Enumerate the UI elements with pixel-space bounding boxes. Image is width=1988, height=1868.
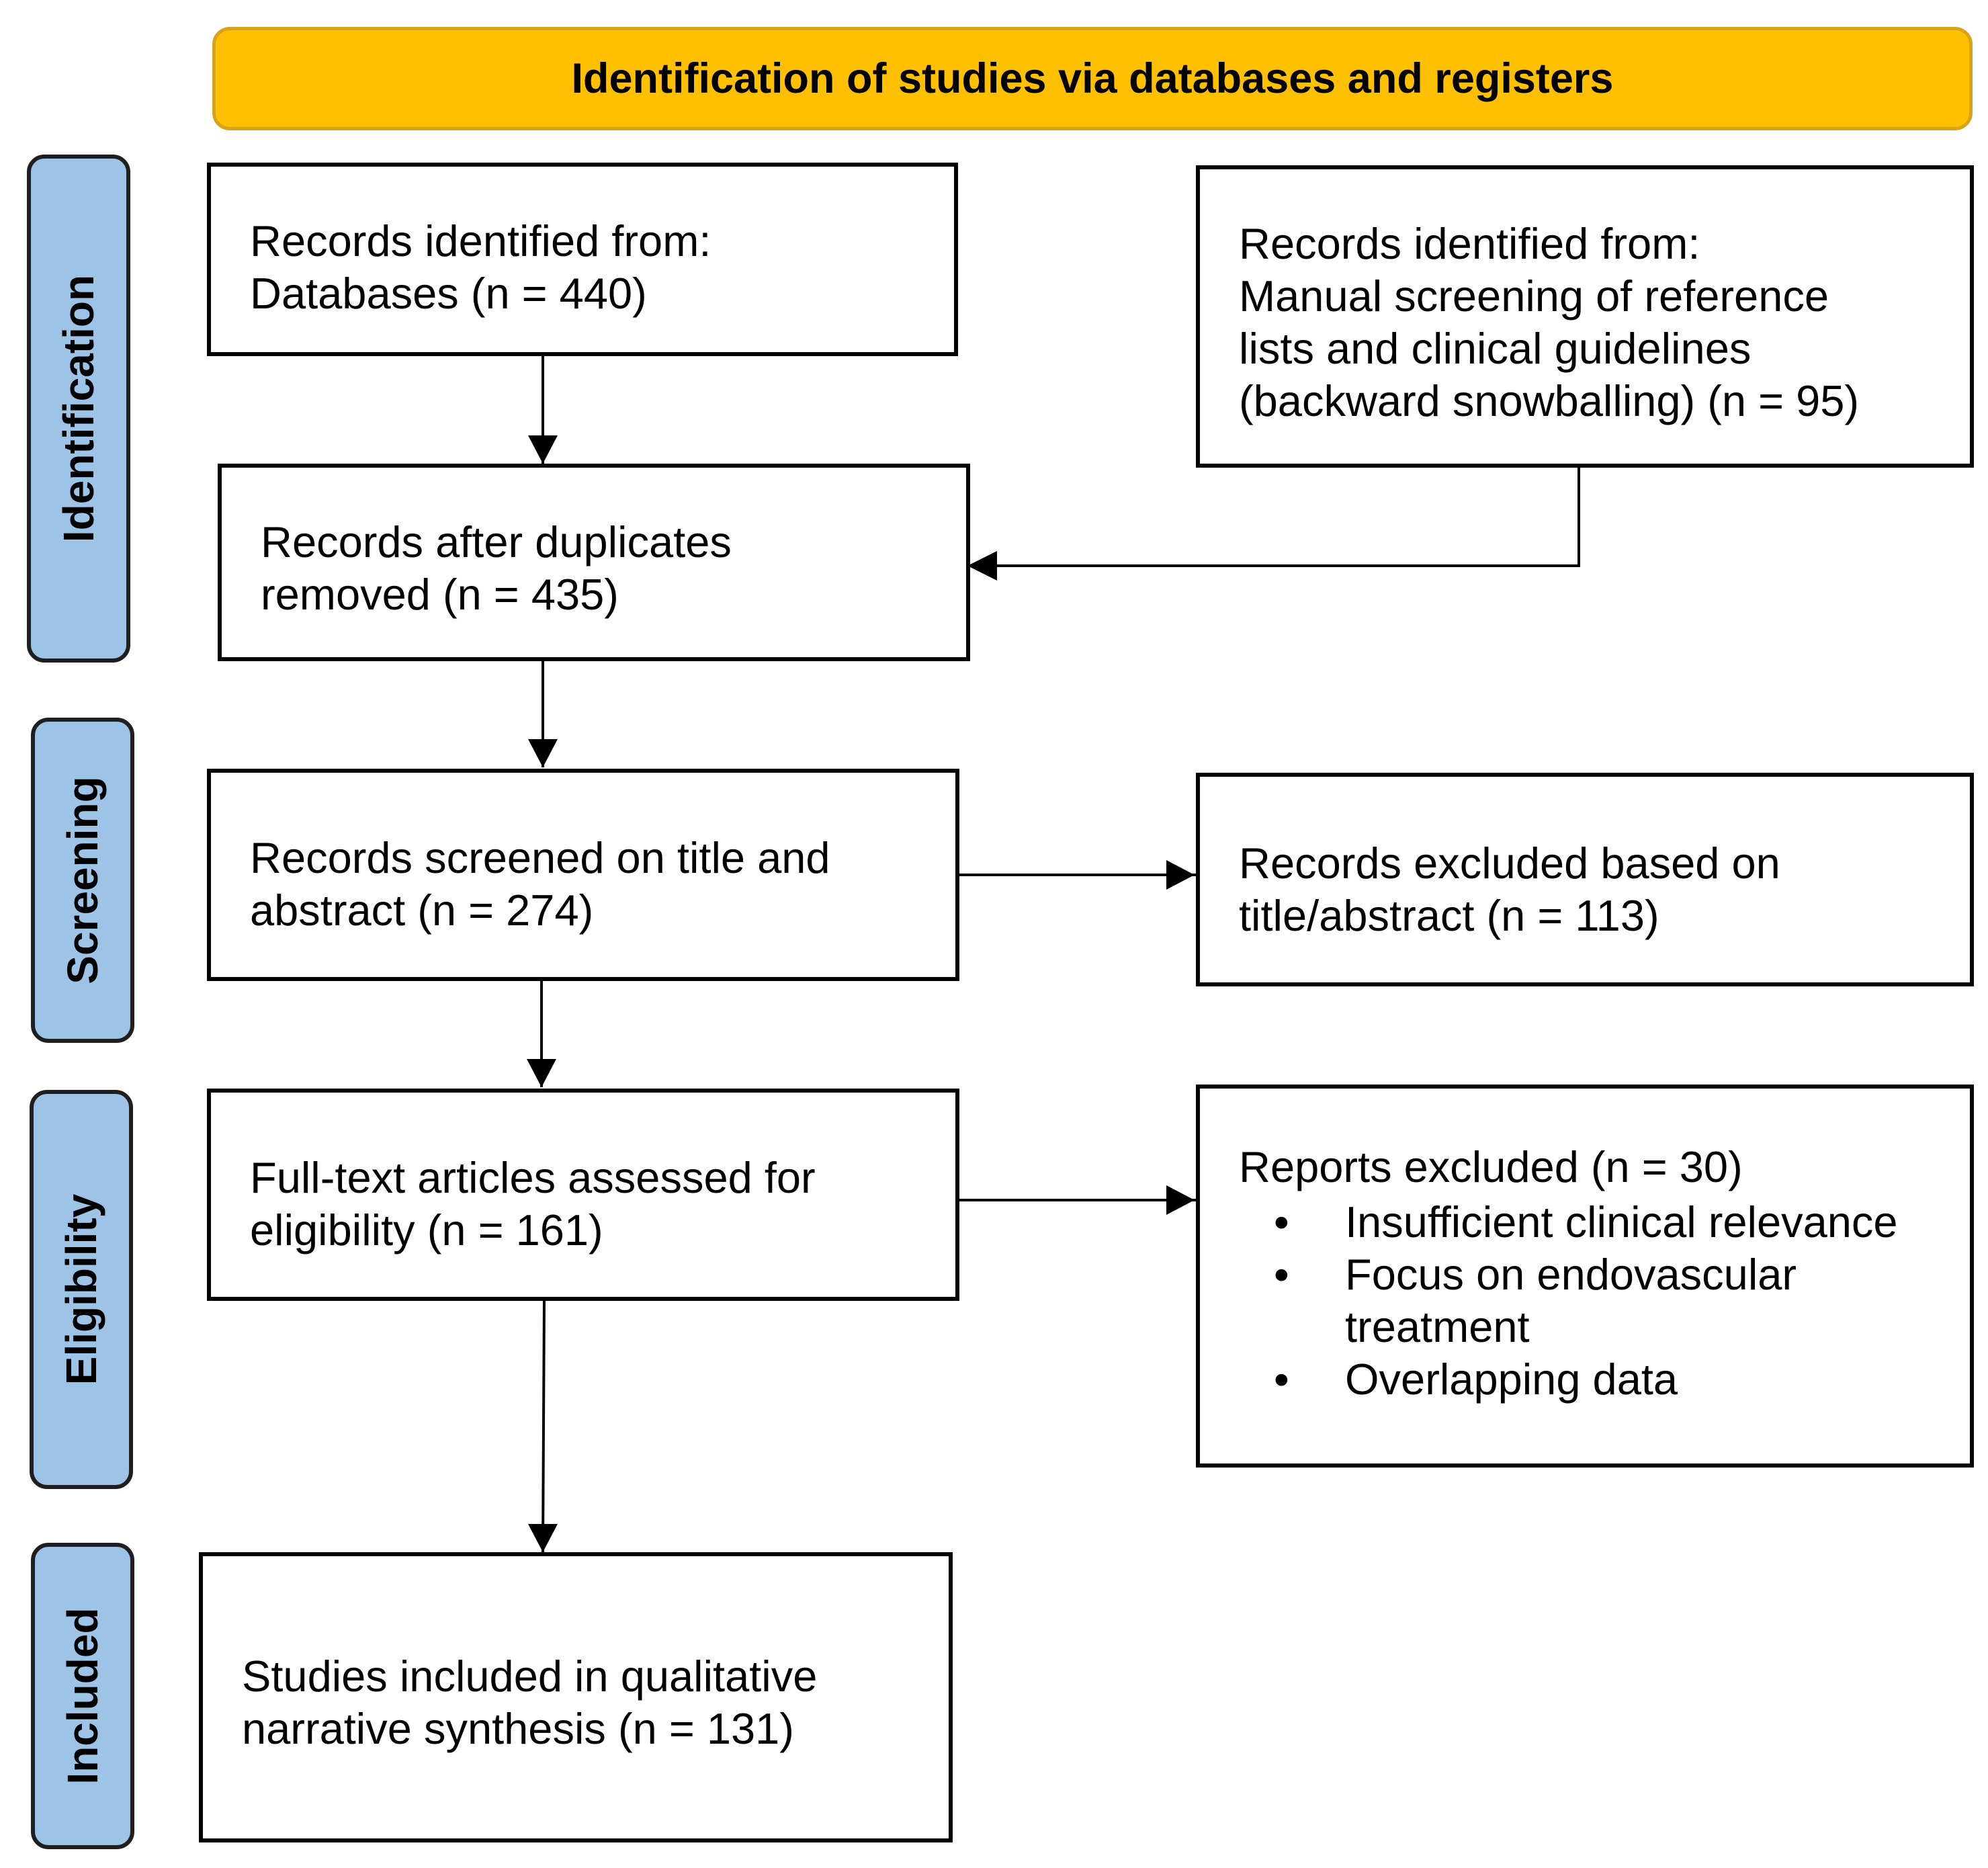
arrowhead-reports-excluded [1166, 1185, 1195, 1215]
box-records-manual-screening: Records identified from: Manual screenin… [1196, 165, 1974, 468]
identification-header-banner: Identification of studies via databases … [212, 27, 1973, 130]
exclusion-reasons-list: Insufficient clinical relevance Focus on… [1239, 1196, 1932, 1406]
box-line: lists and clinical guidelines [1239, 324, 1752, 373]
arrow-fulltext-to-included [542, 1299, 546, 1553]
box-records-excluded-title-abstract: Records excluded based on title/abstract… [1196, 773, 1974, 986]
box-studies-included: Studies included in qualitative narrativ… [199, 1552, 953, 1842]
arrowhead-screened [528, 739, 558, 767]
box-line: removed (n = 435) [261, 570, 619, 619]
arrowhead-deduplicated [528, 435, 558, 464]
reports-excluded-heading: Reports excluded (n = 30) [1239, 1142, 1743, 1191]
box-line: Records screened on title and [250, 833, 830, 882]
box-records-after-duplicates: Records after duplicates removed (n = 43… [218, 464, 970, 661]
box-full-text-assessed: Full-text articles assessed for eligibil… [207, 1089, 959, 1301]
phase-identification-label: Identification [54, 274, 103, 543]
phase-eligibility: Eligibility [30, 1090, 133, 1489]
phase-screening-label: Screening [58, 776, 107, 984]
banner-title: Identification of studies via databases … [571, 55, 1614, 102]
box-line: Records excluded based on [1239, 839, 1780, 888]
phase-included-label: Included [58, 1607, 107, 1785]
exclusion-reason: Insufficient clinical relevance [1239, 1196, 1932, 1248]
box-line: Records after duplicates [261, 517, 732, 566]
phase-identification: Identification [27, 155, 130, 663]
box-line: narrative synthesis (n = 131) [242, 1704, 794, 1753]
exclusion-reason: Overlapping data [1239, 1353, 1932, 1406]
box-line: (backward snowballing) (n = 95) [1239, 376, 1860, 425]
phase-eligibility-label: Eligibility [57, 1193, 105, 1386]
box-line: Records identified from: [250, 216, 711, 265]
box-line: Studies included in qualitative [242, 1652, 818, 1701]
box-line: eligibility (n = 161) [250, 1205, 603, 1255]
arrowhead-fulltext [527, 1059, 556, 1087]
box-records-screened: Records screened on title and abstract (… [207, 769, 959, 981]
phase-included: Included [31, 1543, 134, 1849]
box-records-databases: Records identified from: Databases (n = … [207, 163, 958, 356]
arrowhead-included [528, 1524, 558, 1552]
phase-screening: Screening [31, 718, 134, 1043]
box-line: Full-text articles assessed for [250, 1153, 816, 1202]
connector-manual-elbow [994, 468, 1580, 567]
box-line: Databases (n = 440) [250, 269, 647, 318]
box-line: Manual screening of reference [1239, 271, 1829, 321]
box-line: abstract (n = 274) [250, 886, 594, 935]
arrowhead-excluded-title [1166, 860, 1195, 890]
arrowhead-manual [967, 551, 997, 581]
box-reports-excluded: Reports excluded (n = 30) Insufficient c… [1196, 1085, 1974, 1468]
box-line: title/abstract (n = 113) [1239, 891, 1659, 940]
exclusion-reason: Focus on endovascular treatment [1239, 1248, 1856, 1353]
box-line: Records identified from: [1239, 219, 1700, 268]
